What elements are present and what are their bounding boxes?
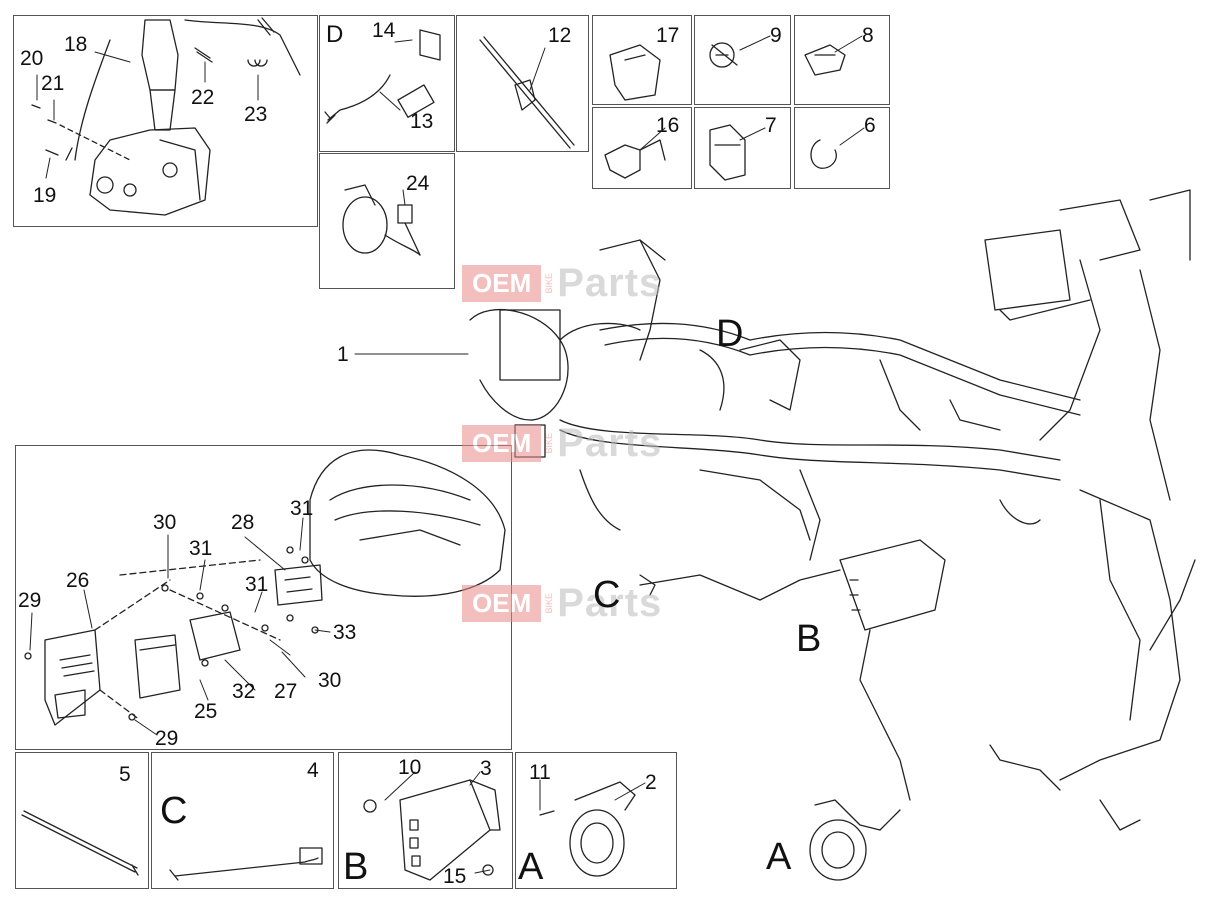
callout-18: 18	[64, 33, 88, 56]
watermark-1: OEM BIKE Parts	[462, 260, 663, 305]
callout-5: 5	[119, 763, 131, 786]
callout-16: 16	[656, 114, 680, 137]
watermark-oem: OEM	[462, 584, 542, 622]
watermark-oem: OEM	[462, 424, 542, 462]
box-part-5	[15, 752, 149, 889]
watermark-oem: OEM	[462, 264, 542, 302]
part-17-drawing	[609, 44, 661, 101]
part-6-drawing	[810, 139, 837, 169]
callout-20: 20	[20, 47, 44, 70]
box-d-connector	[319, 15, 455, 152]
letter-a-box: A	[518, 846, 544, 888]
callout-10: 10	[398, 756, 422, 779]
callout-29: 29	[18, 589, 42, 612]
main-harness-drawing	[469, 189, 1196, 881]
box-c-cable	[151, 752, 334, 889]
watermark-2: OEM BIKE Parts	[462, 420, 663, 465]
letter-b-main: B	[796, 618, 822, 660]
letter-d-box: D	[326, 21, 344, 48]
watermark-bike: BIKE	[544, 432, 555, 454]
letter-c-box: C	[160, 790, 188, 832]
ecu-bracket-drawing	[24, 449, 506, 726]
callout-21: 21	[41, 72, 65, 95]
callout-30: 30	[318, 669, 342, 692]
callout-27: 27	[274, 680, 298, 703]
callout-22: 22	[191, 86, 215, 109]
callout-7: 7	[765, 114, 777, 137]
callout-11: 11	[529, 761, 551, 784]
callout-31: 31	[189, 537, 213, 560]
callout-2: 2	[645, 771, 657, 794]
callout-19: 19	[33, 184, 57, 207]
callout-31: 31	[290, 497, 314, 520]
cable-tie-drawing	[479, 36, 575, 149]
part-16-drawing	[604, 139, 666, 179]
letter-c-main: C	[593, 574, 621, 616]
callout-17: 17	[656, 24, 680, 47]
callout-14: 14	[372, 19, 396, 42]
a-horn-drawing	[539, 781, 636, 877]
leader-lines	[29, 35, 865, 874]
part-7-drawing	[709, 124, 746, 181]
callout-23: 23	[244, 103, 268, 126]
box-part-17	[592, 15, 692, 105]
callout-28: 28	[231, 511, 255, 534]
d-connector-drawing	[324, 29, 441, 124]
watermark-bike: BIKE	[544, 592, 555, 614]
watermark-parts: Parts	[557, 420, 663, 465]
part-9-drawing	[709, 42, 738, 68]
callout-24: 24	[406, 172, 430, 195]
callout-30: 30	[153, 511, 177, 534]
callout-15: 15	[443, 865, 467, 888]
callout-13: 13	[410, 110, 434, 133]
letter-d-main: D	[716, 313, 744, 355]
fork-mount-drawing	[31, 17, 301, 216]
part-5-drawing	[21, 810, 139, 876]
callout-31: 31	[245, 573, 269, 596]
box-b-module	[338, 752, 513, 889]
watermark-parts: Parts	[557, 260, 663, 305]
callout-8: 8	[862, 24, 874, 47]
watermark-3: OEM BIKE Parts	[462, 580, 663, 625]
callout-29: 29	[155, 727, 179, 750]
c-cable-drawing	[169, 847, 323, 881]
box-headlight-mount	[13, 15, 318, 227]
callout-26: 26	[66, 569, 90, 592]
b-module-drawing	[363, 779, 501, 881]
letter-a-main: A	[766, 836, 792, 878]
callout-25: 25	[194, 700, 218, 723]
callout-3: 3	[480, 757, 492, 780]
callout-12: 12	[548, 24, 572, 47]
callout-1: 1	[337, 343, 349, 366]
part-8-drawing	[804, 44, 846, 76]
callout-32: 32	[232, 680, 256, 703]
callout-33: 33	[333, 621, 357, 644]
box-part-6	[794, 107, 890, 189]
watermark-bike: BIKE	[544, 272, 555, 294]
callout-6: 6	[864, 114, 876, 137]
letter-b-box: B	[343, 846, 369, 888]
box-part-8	[794, 15, 890, 105]
part-24-drawing	[342, 184, 421, 256]
watermark-parts: Parts	[557, 580, 663, 625]
callout-9: 9	[770, 24, 782, 47]
box-a-horn	[515, 752, 677, 889]
callout-4: 4	[307, 759, 319, 782]
box-part-9	[694, 15, 791, 105]
